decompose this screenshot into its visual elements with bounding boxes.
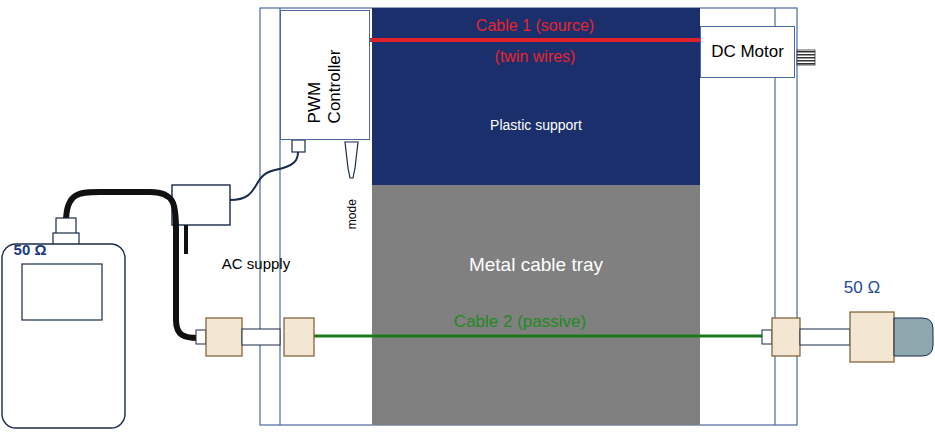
cable-2-line: [312, 335, 772, 338]
ac-adapter: [172, 185, 230, 225]
adapter-plug: [184, 225, 188, 254]
bnc-connector: [284, 318, 314, 356]
node-text: DC Motor: [711, 42, 784, 62]
node-text: PWM Controller: [305, 27, 346, 123]
connector-pin: [762, 330, 772, 344]
cable-line: [370, 38, 700, 42]
meter-body: [2, 244, 125, 428]
dc-motor-box: DC Motor: [700, 26, 795, 78]
node-text: Plastic support: [490, 117, 582, 134]
impedance-label: 50 Ω: [844, 278, 880, 298]
metal-tray-panel: [372, 185, 700, 425]
power-cable: [230, 152, 298, 200]
feedthrough: [242, 329, 280, 345]
supply-label: AC supply: [222, 255, 290, 273]
plastic-support-region: Plastic support: [372, 8, 700, 185]
pwm-controller-box: PWM Controller: [280, 10, 370, 140]
terminator-load: [894, 318, 933, 356]
cable-2-label: Cable 2 (passive): [454, 312, 586, 332]
impedance-label: 50 Ω: [14, 241, 47, 259]
feedthrough: [800, 329, 850, 345]
bnc-connector: [772, 318, 800, 356]
cable-label: Cable 1 (source): [476, 16, 594, 35]
motor-shaft: [797, 50, 815, 65]
mode-switch: [345, 142, 358, 178]
metal-cable-tray-region: Metal cable tray: [372, 185, 700, 425]
plastic-support-panel: [372, 8, 700, 185]
node-text: Metal cable tray: [469, 254, 603, 277]
power-jack: [292, 140, 305, 152]
frame: [260, 8, 797, 425]
cable-connector: [370, 40, 700, 41]
connector-pin: [196, 330, 206, 344]
meter-connector: [53, 233, 79, 245]
meter-connector: [56, 218, 76, 234]
switch-label: mode: [345, 199, 359, 229]
meter-screen: [22, 264, 102, 320]
cable-note: (twin wires): [495, 47, 576, 66]
bnc-connector: [206, 318, 242, 356]
bnc-connector: [850, 312, 894, 362]
